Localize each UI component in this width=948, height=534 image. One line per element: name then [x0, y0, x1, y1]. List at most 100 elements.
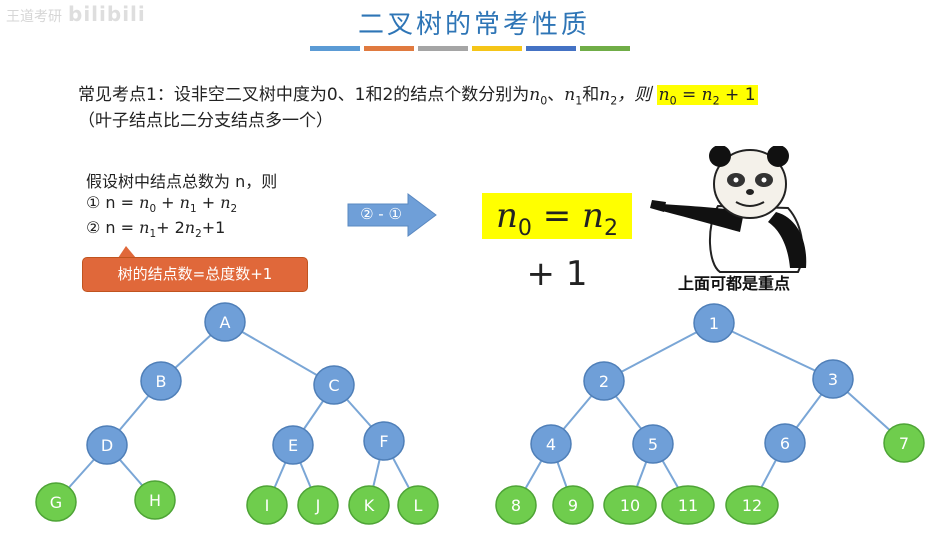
var-n0-sub: 0	[540, 94, 548, 108]
callout-pointer	[118, 246, 136, 258]
panda-meme-icon	[650, 146, 807, 273]
color-bar-segment	[364, 46, 414, 51]
var-n1-sub: 1	[575, 94, 583, 108]
assumption-text: 假设树中结点总数为 n，则	[86, 172, 278, 191]
var-n2: n	[599, 85, 611, 105]
node-label: K	[364, 496, 375, 515]
meme-caption: 上面可都是重点	[677, 274, 790, 293]
result-eq: =	[531, 196, 583, 236]
node-label: E	[288, 436, 298, 455]
tree-edge	[224, 321, 335, 386]
internal-node	[764, 423, 806, 463]
watermark-text: 王道考研	[6, 9, 62, 25]
leaf-node	[35, 482, 77, 522]
eq2-n1: n	[139, 218, 150, 237]
internal-node	[530, 424, 572, 464]
color-bar-segment	[418, 46, 468, 51]
callout-node-count: 树的结点数=总度数+1	[82, 257, 308, 292]
separator: 、	[547, 85, 565, 105]
result-tail: + 1	[526, 253, 588, 294]
internal-node	[583, 361, 625, 401]
eq2-n2-sub: 2	[195, 228, 202, 241]
node-label: J	[315, 496, 321, 515]
node-label: 8	[511, 496, 521, 515]
highlighted-formula: n0 = n2 + 1	[656, 85, 758, 108]
node-label: 5	[648, 435, 658, 454]
eq1-plus-1: +	[156, 193, 180, 212]
then-word: ，则	[617, 85, 652, 105]
eq1-n1-sub: 1	[189, 203, 197, 216]
node-label: C	[328, 376, 339, 395]
eq1-plus-2: +	[196, 193, 221, 212]
formula-tail: + 1	[719, 85, 756, 105]
leaf-node	[725, 485, 779, 525]
eq1-n0-sub: 0	[149, 203, 157, 216]
watermark: 王道考研 bilibili	[6, 2, 146, 26]
result-formula: n0 = n2 + 1	[482, 193, 632, 294]
leaf-node	[883, 423, 925, 463]
node-label: 10	[620, 496, 640, 515]
eq1-n2: n	[220, 193, 231, 212]
formula-eq: =	[676, 85, 702, 105]
eq2-tail: +1	[201, 218, 226, 237]
internal-node	[272, 425, 314, 465]
formula-rhs-sub: 2	[712, 94, 720, 108]
var-n2-sub: 2	[610, 94, 618, 108]
leaf-node	[246, 485, 288, 525]
conjunction: 和	[582, 85, 600, 105]
var-n1: n	[564, 85, 576, 105]
node-label: 3	[828, 370, 838, 389]
node-label: 4	[546, 435, 556, 454]
color-bar-segment	[580, 46, 630, 51]
node-label: D	[101, 436, 113, 455]
key-point-prefix: 常见考点1：设非空二叉树中度为0、1和2的结点个数分别为	[78, 85, 530, 105]
leaf-node	[603, 485, 657, 525]
eq2-label: ② n =	[86, 218, 140, 237]
node-label: B	[156, 372, 167, 391]
internal-node	[693, 303, 735, 343]
eq2-n1-sub: 1	[149, 228, 157, 241]
key-point-note: （叶子结点比二分支结点多一个）	[78, 111, 333, 131]
arrow-label: ② - ①	[360, 205, 402, 223]
node-label: 11	[678, 496, 698, 515]
internal-node	[313, 365, 355, 405]
var-n0: n	[529, 85, 541, 105]
bilibili-logo: bilibili	[68, 2, 146, 26]
leaf-node	[552, 485, 594, 525]
result-rhs-sub: 2	[603, 214, 619, 241]
node-label: 12	[742, 496, 762, 515]
slide-title: 二叉树的常考性质	[357, 10, 590, 40]
tree-edge	[713, 322, 834, 380]
color-bar-segment	[472, 46, 522, 51]
leaf-node	[495, 485, 537, 525]
leaf-node	[134, 480, 176, 520]
eq2-n2: n	[184, 218, 196, 237]
internal-node	[86, 425, 128, 465]
leaf-node	[348, 485, 390, 525]
eq1-n1: n	[179, 193, 190, 212]
key-point-1: 常见考点1：设非空二叉树中度为0、1和2的结点个数分别为n0、n1和n2，则 n…	[78, 80, 758, 107]
leaf-node	[297, 485, 339, 525]
node-label: 2	[599, 372, 609, 391]
equation-1: ① n = n0 + n1 + n2	[86, 193, 237, 215]
node-label: 1	[709, 314, 719, 333]
result-lhs: n	[495, 196, 518, 236]
result-rhs: n	[582, 196, 604, 236]
node-label: A	[220, 313, 231, 332]
formula-rhs: n	[701, 85, 713, 105]
equation-2: ② n = n1+ 2n2+1	[86, 218, 225, 240]
leaf-node	[661, 485, 715, 525]
node-label: F	[379, 432, 388, 451]
tree-edge	[603, 322, 715, 382]
eq1-n0: n	[139, 193, 150, 212]
internal-node	[140, 361, 182, 401]
internal-node	[204, 302, 246, 342]
node-label: 6	[780, 434, 790, 453]
internal-node	[632, 424, 674, 464]
node-label: 9	[568, 496, 578, 515]
result-lhs-sub: 0	[517, 214, 532, 241]
formula-lhs: n	[658, 85, 670, 105]
node-label: H	[149, 491, 161, 510]
